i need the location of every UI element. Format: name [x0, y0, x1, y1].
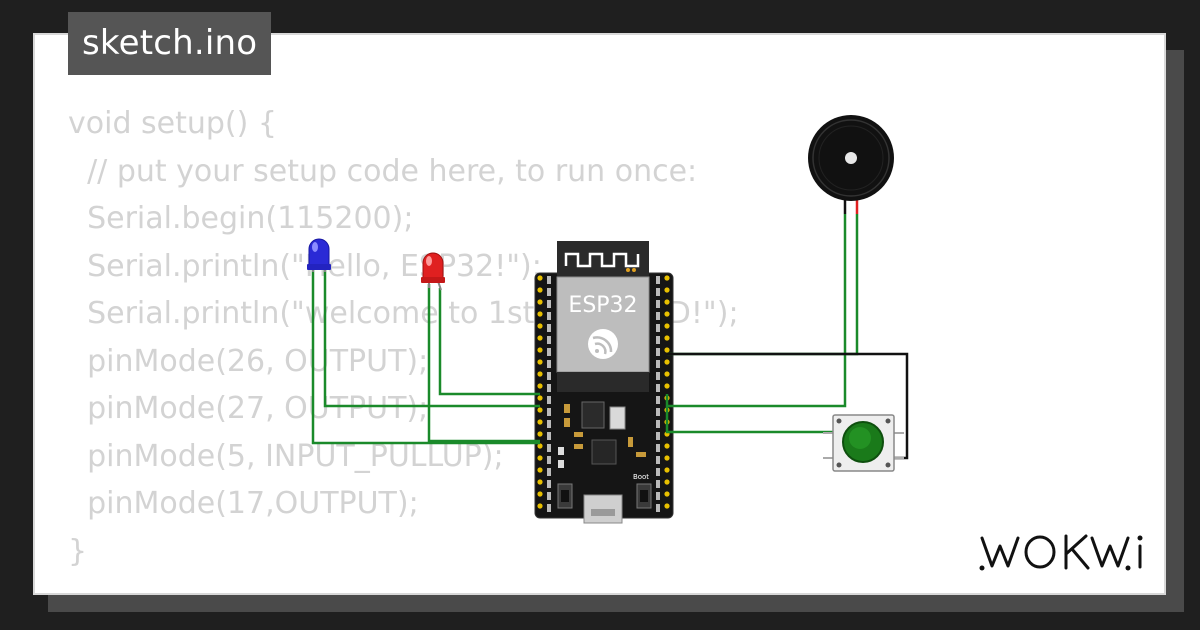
wire-blue-led-anode [323, 270, 540, 408]
led-blue[interactable] [307, 238, 331, 272]
wire-button-signal [665, 394, 838, 434]
wire-buzzer-negative [667, 214, 859, 356]
wire-blue-led-cathode [311, 270, 540, 445]
code-line: pinMode(27, OUTPUT); [68, 391, 429, 426]
code-line: Serial.begin(115200); [68, 201, 414, 236]
header-pins-right [664, 275, 670, 509]
espressif-icon [588, 329, 618, 359]
pin-label-marks [547, 276, 660, 512]
esp32-label: ESP32 [568, 293, 637, 318]
file-title-tab[interactable]: sketch.ino [68, 12, 272, 75]
code-line: // put your setup code here, to run once… [68, 153, 698, 189]
buzzer[interactable] [808, 115, 894, 214]
code-line: void setup() { [68, 106, 277, 141]
wire-red-led-anode [438, 288, 540, 396]
code-line: pinMode(26, OUTPUT); [68, 343, 429, 379]
led-red[interactable] [421, 252, 445, 291]
esp32-board[interactable]: ESP32 Boot [534, 241, 674, 524]
code-line: } [68, 533, 88, 569]
code-editor: void setup() { // put your setup code he… [68, 100, 739, 575]
code-line: pinMode(17,OUTPUT); [68, 486, 419, 521]
wire-buzzer-positive [667, 214, 847, 408]
pushbutton[interactable] [823, 414, 904, 472]
code-line: pinMode(5, INPUT_PULLUP); [68, 438, 504, 474]
wire-red-led-cathode [427, 284, 540, 443]
boot-label: Boot [633, 473, 649, 481]
wokwi-logo [979, 534, 1143, 571]
header-pins-left [537, 275, 543, 509]
